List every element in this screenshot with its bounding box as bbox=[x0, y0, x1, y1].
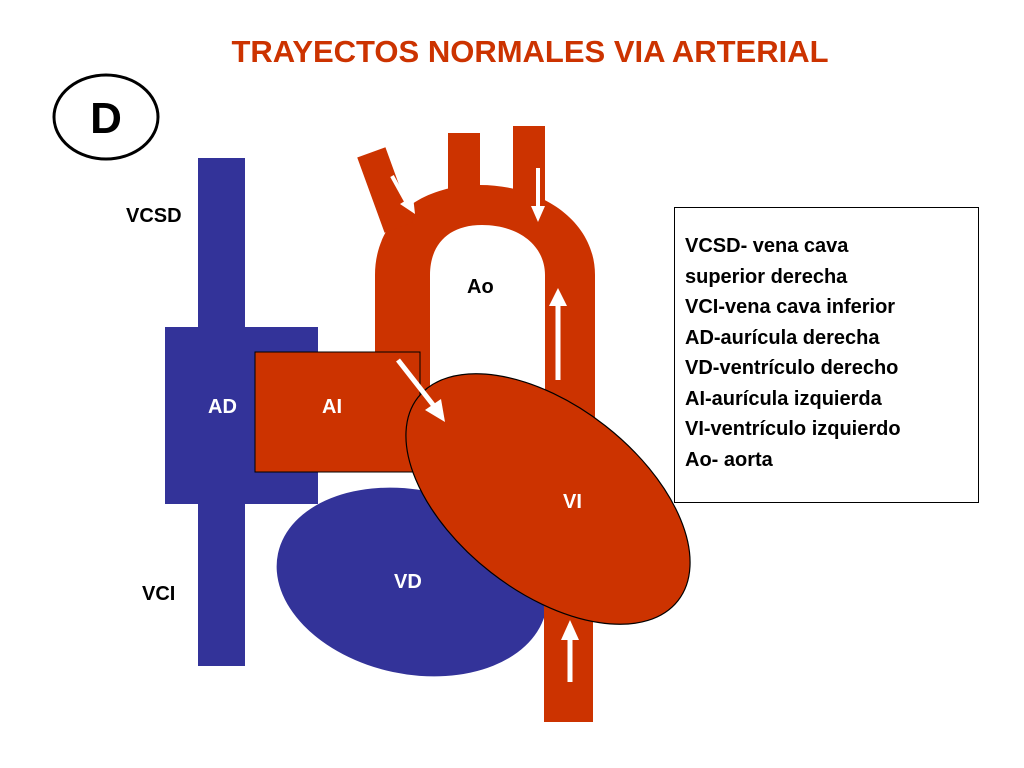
label-vcsd: VCSD bbox=[126, 205, 182, 227]
arrow-icon bbox=[561, 620, 579, 682]
label-ao: Ao bbox=[467, 276, 494, 298]
aortic-arch bbox=[375, 185, 595, 420]
legend-line: VI-ventrículo izquierdo bbox=[685, 418, 901, 440]
legend-line: AI-aurícula izquierda bbox=[685, 387, 882, 410]
superior-vena-cava bbox=[198, 158, 245, 328]
label-vci: VCI bbox=[142, 583, 175, 605]
slide-title: TRAYECTOS NORMALES VIA ARTERIAL bbox=[231, 34, 829, 69]
inferior-vena-cava bbox=[198, 500, 245, 666]
legend-line: VCI-vena cava inferior bbox=[685, 296, 896, 318]
legend-line: superior derecha bbox=[685, 265, 848, 288]
label-vi: VI bbox=[563, 491, 582, 513]
left-ventricle bbox=[405, 373, 691, 625]
panel-letter: D bbox=[90, 94, 122, 143]
aortic-branch-1 bbox=[357, 147, 413, 233]
aortic-branch-2 bbox=[448, 133, 480, 203]
legend-box: VCSD- vena cava superior derecha VCI-ven… bbox=[674, 207, 979, 503]
label-ad: AD bbox=[208, 396, 237, 418]
left-atrium bbox=[254, 351, 421, 473]
legend-line: AD-aurícula derecha bbox=[685, 326, 880, 349]
aortic-branch-3 bbox=[513, 126, 545, 206]
arrow-icon bbox=[549, 288, 567, 380]
legend-line: VCSD- vena cava bbox=[685, 235, 849, 257]
legend-line: Ao- aorta bbox=[685, 448, 773, 471]
arrow-icon bbox=[390, 175, 415, 214]
flow-arrows bbox=[390, 168, 579, 682]
panel-letter-circle bbox=[52, 73, 160, 161]
arrow-icon bbox=[531, 168, 545, 222]
label-ai: AI bbox=[322, 396, 342, 418]
arrow-icon bbox=[396, 358, 445, 422]
legend-line: VD-ventrículo derecho bbox=[685, 357, 899, 379]
label-vd: VD bbox=[394, 571, 422, 593]
